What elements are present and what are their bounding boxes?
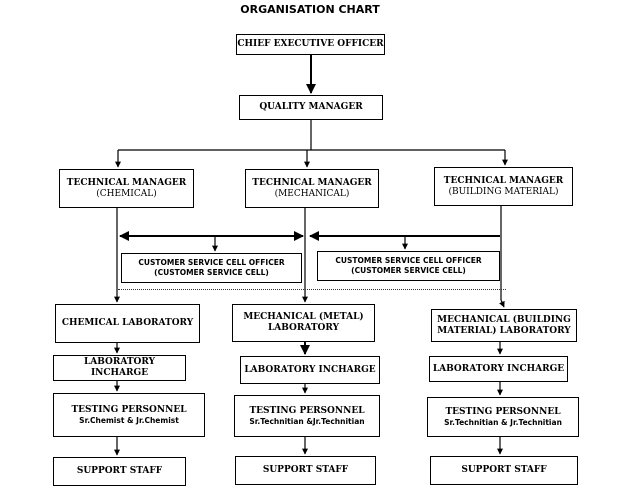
quality-manager-label: QUALITY MANAGER [259,102,363,112]
support-label: SUPPORT STAFF [76,466,163,476]
lab-label-line2: MATERIAL) LABORATORY [437,325,571,336]
customer-service-box-2: CUSTOMER SERVICE CELL OFFICER (CUSTOMER … [317,251,500,281]
dotted-divider [118,289,506,290]
chart-title: ORGANISATION CHART [240,3,380,16]
incharge-label: LABORATORY INCHARGE [244,364,376,375]
ceo-box: CHIEF EXECUTIVE OFFICER [236,34,385,55]
cs-officer-label: CUSTOMER SERVICE CELL OFFICER [335,256,482,265]
lab-chemical-box: CHEMICAL LABORATORY [55,304,200,343]
lab-mechanical-metal-box: MECHANICAL (METAL) LABORATORY [232,304,375,342]
support-staff-box-3: SUPPORT STAFF [430,456,578,485]
lab-incharge-box-3: LABORATORY INCHARGE [429,356,568,382]
testing-sub: Sr.Technitian & Jr.Technitian [444,417,562,427]
tech-manager-title: TECHNICAL MANAGER [443,175,564,186]
support-label: SUPPORT STAFF [262,465,349,475]
testing-personnel-box-2: TESTING PERSONNEL Sr.Technitian &Jr.Tech… [234,395,380,437]
testing-title: TESTING PERSONNEL [249,405,365,416]
cs-officer-label: CUSTOMER SERVICE CELL OFFICER [138,258,285,267]
lab-building-material-box: MECHANICAL (BUILDING MATERIAL) LABORATOR… [431,309,577,342]
lab-label-line1: CHEMICAL LABORATORY [61,318,194,328]
testing-title: TESTING PERSONNEL [71,404,187,415]
tech-manager-dept: (BUILDING MATERIAL) [448,186,559,197]
lab-label-line1: MECHANICAL (BUILDING [437,314,571,325]
testing-personnel-box-3: TESTING PERSONNEL Sr.Technitian & Jr.Tec… [427,397,579,437]
cs-cell-label: (CUSTOMER SERVICE CELL) [351,266,466,275]
lab-label-line2: LABORATORY [267,323,340,333]
quality-manager-box: QUALITY MANAGER [239,95,383,120]
tech-manager-building-box: TECHNICAL MANAGER (BUILDING MATERIAL) [434,167,573,206]
support-staff-box-2: SUPPORT STAFF [235,456,376,485]
tech-manager-title: TECHNICAL MANAGER [252,177,372,188]
testing-title: TESTING PERSONNEL [445,406,561,417]
support-staff-box-1: SUPPORT STAFF [53,457,186,486]
tech-manager-dept: (CHEMICAL) [96,188,157,199]
ceo-label: CHIEF EXECUTIVE OFFICER [237,39,384,49]
lab-incharge-box-2: LABORATORY INCHARGE [240,356,380,384]
tech-manager-title: TECHNICAL MANAGER [66,177,187,188]
incharge-label: LABORATORY INCHARGE [432,363,565,374]
incharge-label: LABORATORY INCHARGE [83,357,156,378]
tech-manager-chemical-box: TECHNICAL MANAGER (CHEMICAL) [59,169,194,208]
cs-cell-label: (CUSTOMER SERVICE CELL) [154,268,269,277]
testing-personnel-box-1: TESTING PERSONNEL Sr.Chemist & Jr.Chemis… [53,393,205,437]
tech-manager-dept: (MECHANICAL) [274,188,350,199]
customer-service-box-1: CUSTOMER SERVICE CELL OFFICER (CUSTOMER … [121,253,302,283]
lab-incharge-box-1: LABORATORY INCHARGE [53,355,186,381]
tech-manager-mechanical-box: TECHNICAL MANAGER (MECHANICAL) [245,169,379,208]
testing-sub: Sr.Technitian &Jr.Technitian [249,416,365,426]
support-label: SUPPORT STAFF [461,465,547,475]
lab-label-line1: MECHANICAL (METAL) [243,312,364,322]
testing-sub: Sr.Chemist & Jr.Chemist [79,415,179,425]
